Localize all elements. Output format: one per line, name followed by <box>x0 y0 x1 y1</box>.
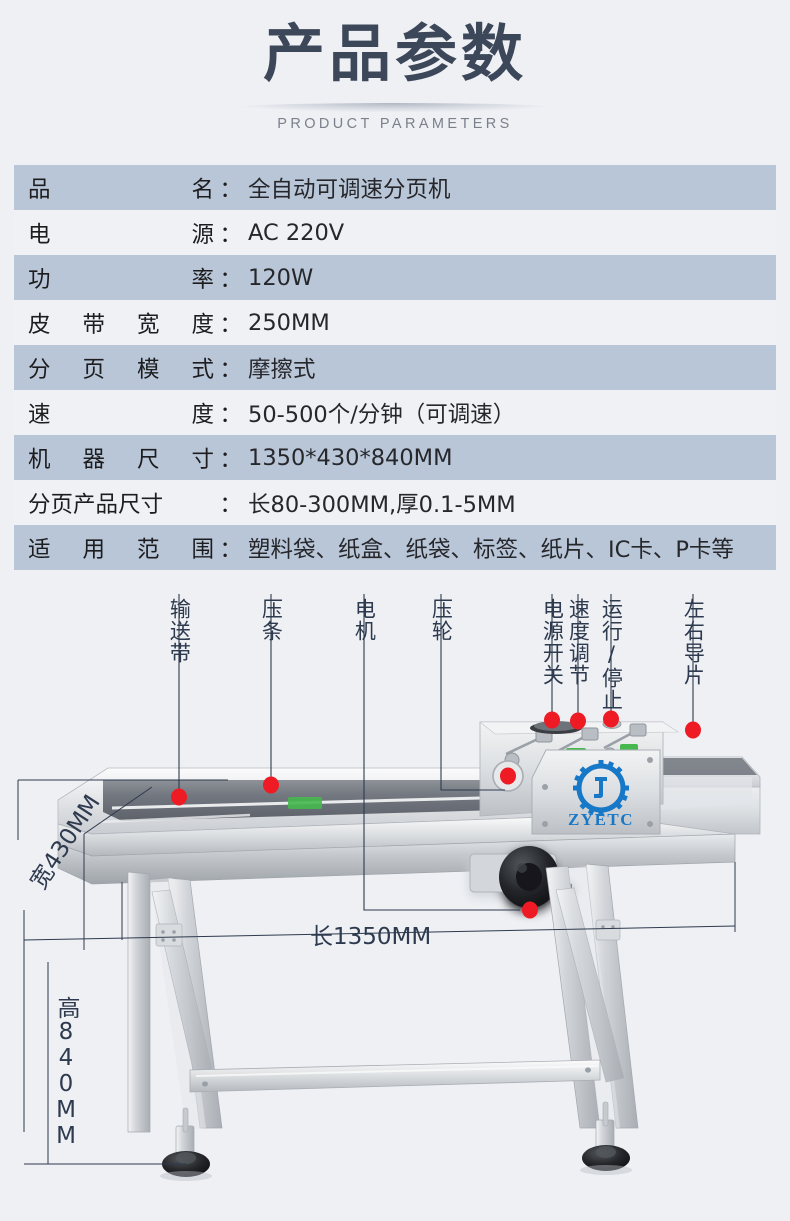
spec-value: 全自动可调速分页机 <box>248 176 451 203</box>
callout-markers <box>171 710 701 919</box>
spec-label-colon: ： <box>219 311 242 338</box>
dimension-lines <box>17 779 736 1165</box>
spec-row: 电源：AC 220V <box>14 210 776 255</box>
machine-diagram: ZYETC <box>0 572 790 1221</box>
spec-row: 分页产品尺寸 ：长80-300MM,厚0.1-5MM <box>14 480 776 525</box>
spec-row: 分页模式：摩擦式 <box>14 345 776 390</box>
spec-label: 品名： <box>14 172 242 204</box>
spec-label-colon: ： <box>219 176 242 203</box>
spec-label-colon: ： <box>219 401 242 428</box>
spec-label-text: 电源 <box>28 221 214 248</box>
spec-label-text: 分页产品尺寸 <box>28 491 164 518</box>
callout-label-run-stop: 运行/停止 <box>599 598 624 711</box>
spec-row: 机器尺寸：1350*430*840MM <box>14 435 776 480</box>
spec-row: 功率：120W <box>14 255 776 300</box>
callout-label-speed-adjust: 速度调节 <box>566 598 591 686</box>
page-subtitle: PRODUCT PARAMETERS <box>277 116 513 132</box>
callout-label-side-guides: 左右导片 <box>681 598 706 686</box>
page-header: 产品参数 PRODUCT PARAMETERS <box>0 0 790 152</box>
spec-label-colon: ： <box>219 536 242 563</box>
spec-row: 品名：全自动可调速分页机 <box>14 165 776 210</box>
spec-value: 250MM <box>248 309 330 336</box>
spec-label-colon: ： <box>219 221 242 248</box>
callout-label-motor: 电机 <box>352 598 377 642</box>
spec-value: 长80-300MM,厚0.1-5MM <box>248 491 516 518</box>
spec-label: 电源： <box>14 217 242 249</box>
spec-label-colon: ： <box>219 356 242 383</box>
spec-value: 摩擦式 <box>248 356 316 383</box>
spec-label-text: 适用范围 <box>28 536 214 563</box>
callout-label-press-wheel: 压轮 <box>429 598 454 642</box>
spec-label: 机器尺寸： <box>14 442 242 474</box>
spec-label-colon: ： <box>219 446 242 473</box>
callout-label-conveyor-belt: 输送带 <box>167 598 192 664</box>
title-shadow-divider <box>235 103 555 112</box>
spec-label-colon: ： <box>219 491 242 518</box>
spec-label: 速度： <box>14 397 242 429</box>
spec-label-text: 速度 <box>28 401 214 428</box>
spec-label: 分页模式： <box>14 352 242 384</box>
spec-row: 速度：50-500个/分钟（可调速） <box>14 390 776 435</box>
spec-label: 功率： <box>14 262 242 294</box>
spec-label-text: 皮带宽度 <box>28 311 214 338</box>
spec-label-text: 分页模式 <box>28 356 214 383</box>
brand-text: ZYETC <box>568 810 634 829</box>
adjustable-foot-left <box>160 1107 212 1181</box>
spec-value: 塑料袋、纸盒、纸袋、标签、纸片、IC卡、P卡等 <box>248 536 734 563</box>
spec-value: 1350*430*840MM <box>248 444 453 471</box>
dimension-label-length: 长1350MM <box>310 924 432 950</box>
brand-gear-icon <box>573 760 629 816</box>
leader-lines <box>178 594 694 911</box>
spec-label-text: 机器尺寸 <box>28 446 214 473</box>
spec-label: 分页产品尺寸 ： <box>14 487 242 519</box>
spec-label-text: 品名 <box>28 176 214 203</box>
dimension-label-height: 高840MM <box>53 996 79 1149</box>
page-title: 产品参数 <box>262 17 527 90</box>
spec-value: AC 220V <box>248 219 345 246</box>
spec-label-text: 功率 <box>28 266 214 293</box>
adjustable-foot-right <box>580 1101 632 1175</box>
spec-label: 皮带宽度： <box>14 307 242 339</box>
spec-value: 50-500个/分钟（可调速） <box>248 401 516 428</box>
callout-label-press-bar: 压条 <box>259 598 284 642</box>
spec-label-colon: ： <box>219 266 242 293</box>
machine-illustration: ZYETC <box>17 594 761 1181</box>
callout-label-power-switch: 电源开关 <box>540 598 565 686</box>
spec-value: 120W <box>248 264 314 291</box>
spec-row: 适用范围：塑料袋、纸盒、纸袋、标签、纸片、IC卡、P卡等 <box>14 525 776 570</box>
spec-row: 皮带宽度：250MM <box>14 300 776 345</box>
spec-label: 适用范围： <box>14 532 242 564</box>
